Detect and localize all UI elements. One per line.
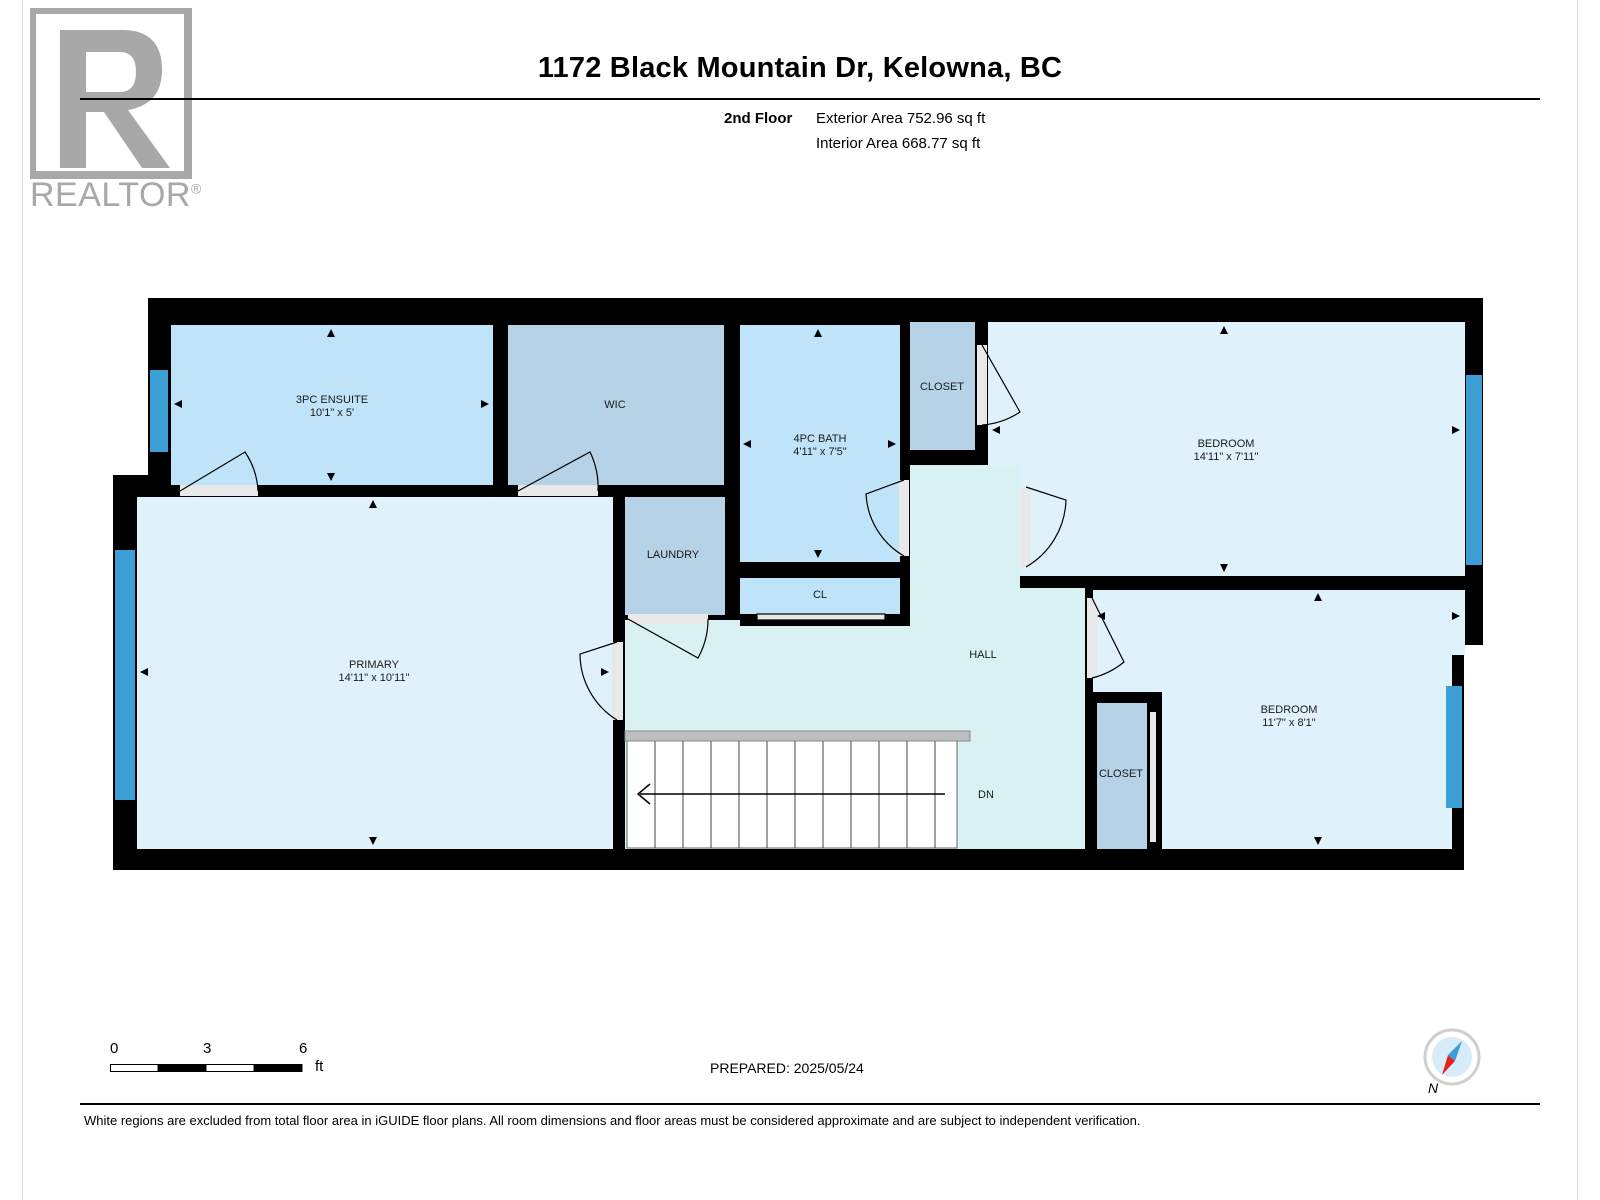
- room-primary: [137, 497, 613, 849]
- scale-bar: 0 6 3 ft: [100, 1040, 340, 1080]
- title-rule: [80, 98, 1540, 100]
- stairs: [624, 730, 971, 849]
- scale-bar-graphic: [110, 1064, 303, 1072]
- page-frame-right: [1577, 0, 1578, 1200]
- label-wic: WIC: [604, 399, 625, 411]
- footer-rule: [80, 1103, 1540, 1105]
- page-title: 1172 Black Mountain Dr, Kelowna, BC: [537, 52, 1063, 84]
- floor-label: 2nd Floor: [724, 110, 793, 127]
- label-bath-name: 4PC BATH: [794, 433, 847, 445]
- windows: [115, 370, 1482, 808]
- label-primary-dims: 14'11" x 10'11": [339, 672, 410, 684]
- scale-tick-6: 3: [203, 1040, 212, 1057]
- label-hall: HALL: [969, 649, 997, 661]
- disclaimer: White regions are excluded from total fl…: [84, 1113, 1141, 1128]
- label-stairs: DN: [978, 789, 994, 801]
- page-frame-left: [22, 0, 23, 1200]
- label-closet-top: CLOSET: [920, 381, 964, 393]
- room-cl: [740, 578, 900, 614]
- label-bedroom-bottom-name: BEDROOM: [1261, 704, 1318, 716]
- label-primary-name: PRIMARY: [349, 659, 400, 671]
- label-bedroom-bottom-dims: 11'7" x 8'1": [1262, 717, 1315, 729]
- label-ensuite-name: 3PC ENSUITE: [296, 394, 368, 406]
- prepared-date: PREPARED: 2025/05/24: [710, 1060, 864, 1076]
- room-wic: [508, 325, 724, 485]
- label-bedroom-top-dims: 14'11" x 7'11": [1194, 451, 1259, 463]
- scale-tick-0: 0: [110, 1040, 119, 1057]
- compass-icon: N: [1423, 1028, 1481, 1095]
- label-ensuite-dims: 10'1" x 5': [310, 407, 354, 419]
- room-closet-bottom: [1097, 703, 1147, 849]
- room-closet-top: [910, 322, 975, 450]
- label-bedroom-top-name: BEDROOM: [1198, 438, 1255, 450]
- realtor-wordmark: REALTOR®: [30, 176, 202, 214]
- label-closet-bottom: CLOSET: [1099, 768, 1143, 780]
- label-bath-dims: 4'11" x 7'5": [793, 446, 846, 458]
- room-ensuite: [171, 325, 493, 485]
- scale-unit: ft: [315, 1058, 324, 1075]
- scale-tick-3: 6: [299, 1040, 308, 1057]
- compass-label: N: [1428, 1080, 1439, 1095]
- room-bedroom-bottom: [1093, 590, 1465, 849]
- label-cl: CL: [813, 589, 827, 601]
- exterior-area: Exterior Area 752.96 sq ft: [816, 110, 986, 127]
- doors: [179, 344, 1156, 842]
- room-laundry: [625, 497, 725, 615]
- label-laundry: LAUNDRY: [647, 549, 700, 561]
- dimension-arrows: [140, 326, 1460, 845]
- room-bedroom-top: [988, 322, 1465, 576]
- interior-area: Interior Area 668.77 sq ft: [816, 135, 981, 152]
